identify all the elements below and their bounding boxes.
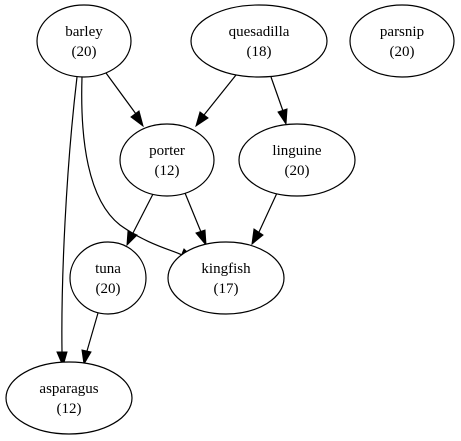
- edge-linguine-to-kingfish: [251, 192, 278, 246]
- node-ellipse: [119, 123, 215, 197]
- edge-line: [81, 76, 183, 256]
- node-ellipse: [349, 4, 455, 78]
- node-quesadilla[interactable]: quesadilla (18): [190, 4, 328, 78]
- node-value: (20): [285, 163, 310, 179]
- node-ellipse: [69, 241, 147, 315]
- node-value: (20): [72, 44, 97, 60]
- node-label: quesadilla: [229, 24, 290, 40]
- node-label: barley: [65, 24, 103, 40]
- node-ellipse: [167, 241, 285, 315]
- edge-porter-to-tuna: [126, 193, 154, 247]
- node-label: parsnip: [380, 24, 424, 40]
- node-asparagus[interactable]: asparagus (12): [5, 361, 133, 435]
- arrowhead: [277, 108, 288, 126]
- node-parsnip[interactable]: parsnip (20): [349, 4, 455, 78]
- node-label: tuna: [95, 261, 121, 277]
- edge-line: [86, 312, 99, 352]
- node-label: porter: [149, 143, 185, 159]
- edge-line: [203, 74, 237, 116]
- edge-quesadilla-to-porter: [195, 74, 237, 128]
- node-label: linguine: [272, 143, 322, 159]
- node-linguine[interactable]: linguine (20): [238, 123, 356, 197]
- arrowhead: [126, 230, 138, 247]
- edge-barley-to-asparagus: [56, 76, 78, 368]
- edge-line: [258, 192, 278, 233]
- edges-layer: [56, 72, 288, 368]
- node-label: asparagus: [39, 381, 98, 397]
- arrowhead: [81, 349, 92, 366]
- edge-line: [270, 76, 284, 112]
- node-barley[interactable]: barley (20): [36, 4, 132, 78]
- arrowhead: [251, 228, 264, 246]
- arrowhead: [56, 351, 68, 368]
- node-ellipse: [238, 123, 356, 197]
- node-value: (18): [247, 44, 272, 60]
- edge-line: [132, 193, 154, 234]
- node-ellipse: [36, 4, 132, 78]
- node-ellipse: [190, 4, 328, 78]
- node-kingfish[interactable]: kingfish (17): [167, 241, 285, 315]
- node-value: (20): [390, 44, 415, 60]
- node-tuna[interactable]: tuna (20): [69, 241, 147, 315]
- node-value: (12): [155, 163, 180, 179]
- edge-line: [105, 72, 137, 115]
- arrowhead: [195, 111, 209, 128]
- node-value: (17): [214, 281, 239, 297]
- edge-barley-to-porter: [105, 72, 144, 128]
- node-value: (12): [57, 401, 82, 417]
- edge-line: [184, 192, 202, 233]
- arrowhead: [130, 110, 144, 128]
- nodes-layer: barley (20) quesadilla (18) parsnip (20) porte…: [5, 4, 455, 435]
- edge-tuna-to-asparagus: [81, 312, 99, 366]
- arrowhead: [195, 229, 207, 247]
- edge-line: [61, 76, 78, 353]
- node-porter[interactable]: porter (12): [119, 123, 215, 197]
- node-label: kingfish: [201, 261, 251, 277]
- node-value: (20): [96, 281, 121, 297]
- edge-quesadilla-to-linguine: [270, 76, 288, 126]
- node-ellipse: [5, 361, 133, 435]
- edge-porter-to-kingfish: [184, 192, 207, 247]
